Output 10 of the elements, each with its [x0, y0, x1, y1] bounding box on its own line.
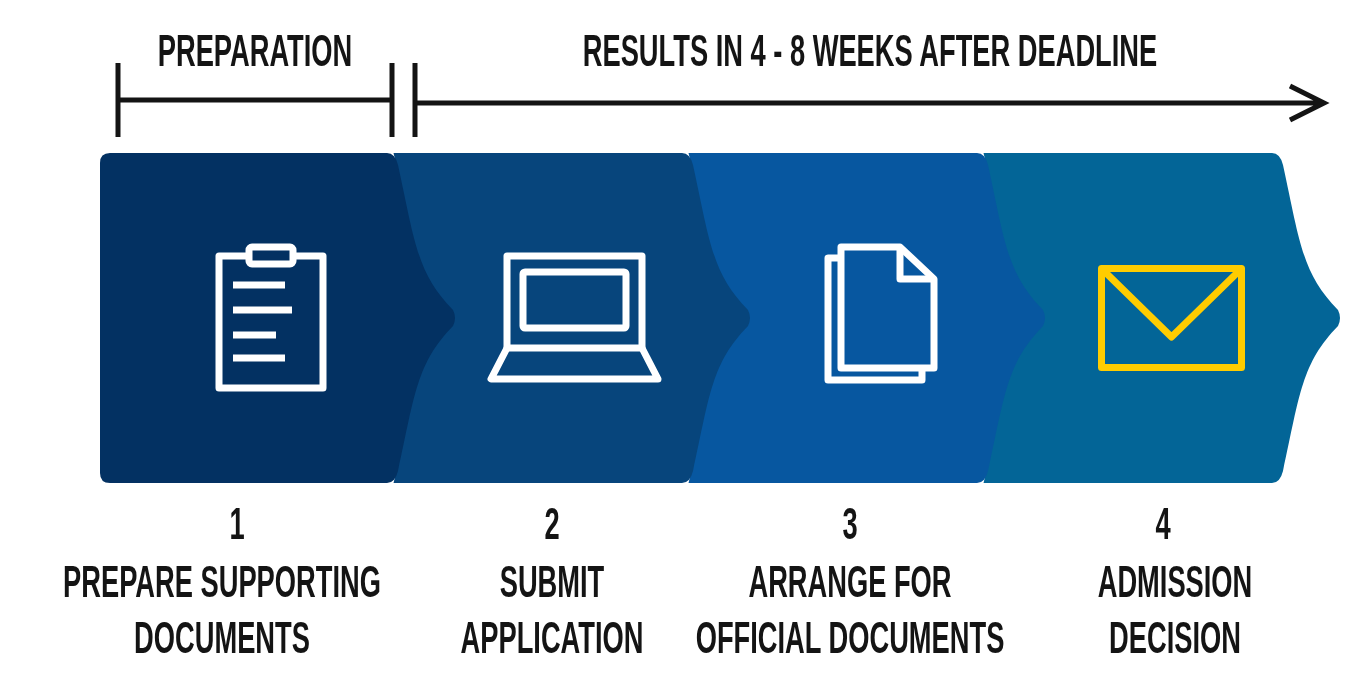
step-label: ADMISSION DECISION [1096, 556, 1254, 664]
timeline-label: RESULTS IN 4 - 8 WEEKS AFTER DEADLINE [582, 25, 1158, 77]
step-label: PREPARE SUPPORTING DOCUMENTS [62, 556, 382, 664]
step-label: ARRANGE FOR OFFICIAL DOCUMENTS [694, 556, 1006, 664]
timeline-label: PREPARATION [157, 25, 353, 77]
step-number: 2 [544, 498, 560, 550]
step-number: 1 [229, 498, 245, 550]
step-number: 4 [1155, 498, 1171, 550]
step-number: 3 [842, 498, 858, 550]
step-label: SUBMIT APPLICATION [459, 556, 645, 664]
